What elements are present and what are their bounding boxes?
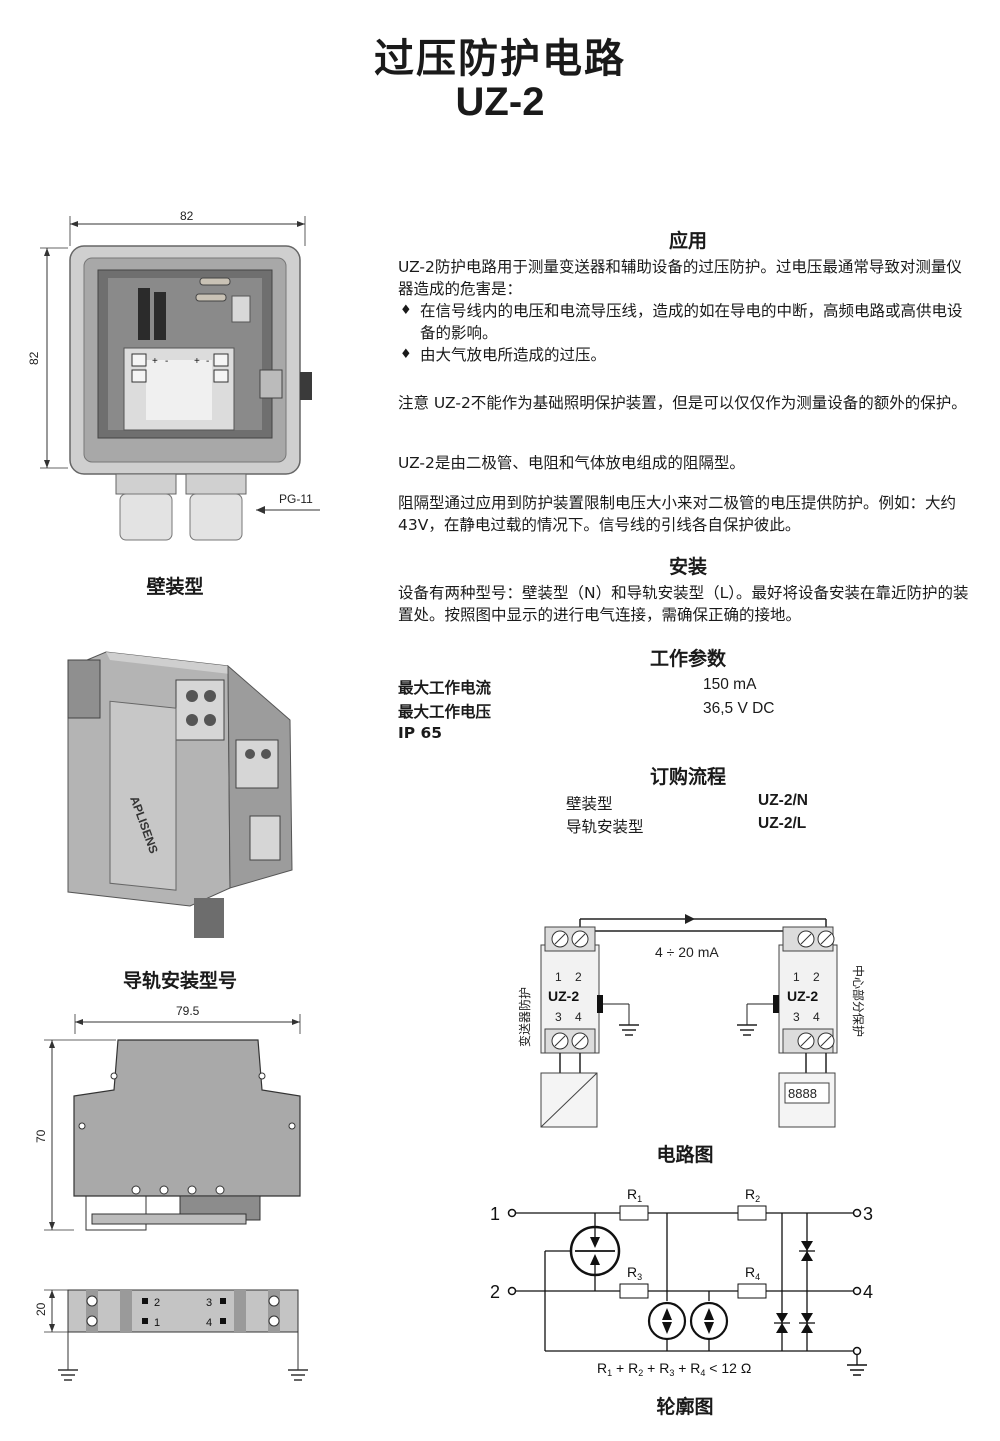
- rail-dim-width: 79.5: [176, 1004, 200, 1018]
- rail-outline-figure: 79.5 70: [34, 1004, 301, 1231]
- installation-text: 设备有两种型号：壁装型（N）和导轨安装型（L）。最好将设备安装在靠近防护的装置处…: [398, 584, 969, 624]
- svg-text:1: 1: [555, 970, 562, 984]
- device-label-left: UZ-2: [548, 988, 579, 1004]
- param-label: 最大工作电压: [398, 703, 492, 721]
- application-note: 注意 UZ-2不能作为基础照明保护装置，但是可以仅仅作为测量设备的额外的保护。: [398, 394, 967, 412]
- application-bullet: 由大气放电所造成的过压。: [398, 344, 973, 366]
- param-label: 最大工作电流: [398, 679, 492, 697]
- wiring-caption: 电路图: [656, 1144, 714, 1166]
- svg-text:2: 2: [154, 1297, 160, 1309]
- ordering-heading: 订购流程: [649, 766, 726, 788]
- wall-mount-figure: + - + - PG-11 82 82: [27, 209, 320, 541]
- svg-text:2: 2: [575, 970, 582, 984]
- param-label: IP 65: [398, 724, 443, 742]
- svg-text:4: 4: [813, 1010, 820, 1024]
- param-value: 150 mA: [703, 676, 757, 693]
- wall-mount-caption: 壁装型: [146, 576, 204, 598]
- pin-2: 2: [490, 1282, 500, 1302]
- svg-text:1: 1: [154, 1317, 160, 1329]
- left-side-label: 变送器防护: [517, 987, 532, 1047]
- svg-text:-: -: [206, 356, 209, 367]
- application-heading: 应用: [668, 230, 707, 252]
- svg-text:3: 3: [206, 1297, 212, 1309]
- right-side-label: 中心部分保护: [851, 965, 866, 1037]
- gland-label: PG-11: [279, 492, 313, 506]
- svg-text:4: 4: [206, 1317, 212, 1329]
- svg-text:1: 1: [793, 970, 800, 984]
- resistor-label-r2: R2: [745, 1186, 760, 1204]
- order-code: UZ-2/N: [758, 792, 808, 809]
- order-label: 导轨安装型: [566, 818, 644, 836]
- order-code: UZ-2/L: [758, 815, 807, 832]
- wall-dim-height: 82: [27, 351, 41, 365]
- rail-dim-height: 70: [34, 1129, 48, 1143]
- page-title: 过压防护电路: [374, 36, 626, 82]
- rail-mount-caption: 导轨安装型号: [122, 970, 237, 992]
- schematic-diagram: 1 2 3 4 R1 R2 R3 R: [490, 1186, 873, 1378]
- order-label: 壁装型: [566, 795, 613, 813]
- pin-3: 3: [863, 1204, 873, 1224]
- rail-top-view: 2 1 3 4 20: [34, 1289, 308, 1381]
- svg-text:+: +: [152, 356, 158, 367]
- application-intro: UZ-2防护电路用于测量变送器和辅助设备的过压防护。过电压最通常导致对测量仪器造…: [398, 258, 962, 298]
- schematic-caption: 轮廓图: [656, 1396, 714, 1418]
- wiring-diagram: 4 ÷ 20 mA 1 2 UZ-2 3 4 变送器防护 1 2 UZ-2 3 …: [517, 914, 866, 1128]
- pin-4: 4: [863, 1282, 873, 1302]
- device-label-right: UZ-2: [787, 988, 818, 1004]
- rail-module-figure: APLISENS: [67, 651, 293, 938]
- current-label: 4 ÷ 20 mA: [655, 944, 719, 960]
- svg-text:2: 2: [813, 970, 820, 984]
- application-principle: 阻隔型通过应用到防护装置限制电压大小来对二极管的电压提供防护。例如：大约 43V…: [398, 494, 957, 534]
- svg-text:+: +: [194, 356, 200, 367]
- display-reading: 8888: [788, 1086, 817, 1101]
- pin-1: 1: [490, 1204, 500, 1224]
- svg-text:3: 3: [555, 1010, 562, 1024]
- svg-text:4: 4: [575, 1010, 582, 1024]
- svg-text:3: 3: [793, 1010, 800, 1024]
- application-composition: UZ-2是由二极管、电阻和气体放电组成的阻隔型。: [398, 454, 745, 472]
- resistor-label-r4: R4: [745, 1264, 760, 1282]
- installation-heading: 安装: [668, 556, 707, 578]
- parameters-heading: 工作参数: [649, 648, 726, 670]
- resistance-formula: R1 + R2 + R3 + R4 < 12 Ω: [597, 1360, 751, 1378]
- param-value: 36,5 V DC: [703, 700, 775, 717]
- application-bullet: 在信号线内的电压和电流导压线，造成的如在导电的中断，高频电路或高供电设备的影响。: [398, 300, 973, 344]
- svg-text:-: -: [165, 356, 168, 367]
- wall-dim-width: 82: [180, 209, 194, 223]
- top-view-dim: 20: [34, 1302, 48, 1316]
- resistor-label-r1: R1: [627, 1186, 642, 1204]
- application-section: UZ-2防护电路用于测量变送器和辅助设备的过压防护。过电压最通常导致对测量仪器造…: [398, 256, 973, 366]
- resistor-label-r3: R3: [627, 1264, 642, 1282]
- model-title: UZ-2: [455, 80, 545, 124]
